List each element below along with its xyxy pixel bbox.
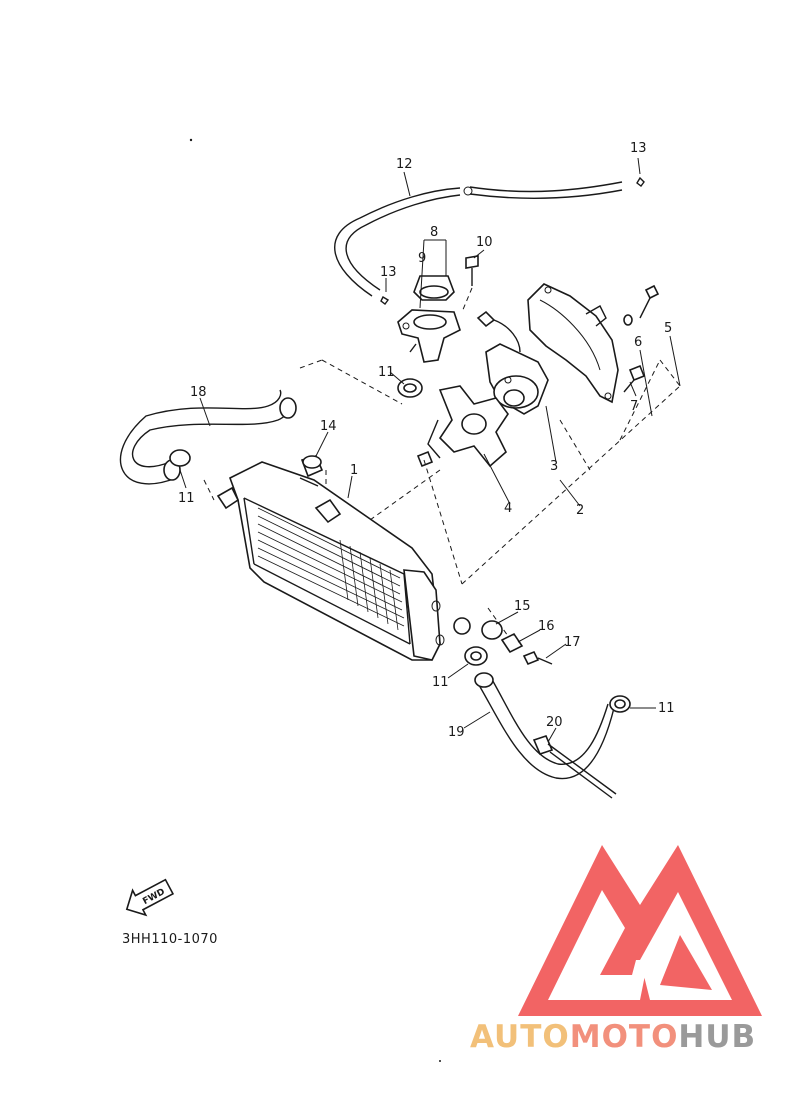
callout-13-left: 13 xyxy=(380,265,397,280)
callout-7: 7 xyxy=(630,399,638,414)
leader-lines xyxy=(179,157,681,743)
diagram-part-code: 3HH110-1070 xyxy=(122,932,218,947)
scan-speck xyxy=(189,138,193,142)
collar-16 xyxy=(500,632,524,654)
callout-2: 2 xyxy=(576,503,584,518)
watermark-hub: HUB xyxy=(678,1019,756,1055)
drain-plug-14 xyxy=(300,455,324,478)
washer-6 xyxy=(623,314,633,326)
bolt-5 xyxy=(639,284,660,319)
callout-11-upper: 11 xyxy=(378,365,395,380)
bolt-7 xyxy=(623,364,646,393)
filler-neck-8 xyxy=(397,309,461,363)
guide-20 xyxy=(532,735,617,799)
bolt-17 xyxy=(522,650,553,666)
hose-12 xyxy=(334,181,623,297)
watermark-wordmark: AUTOMOTOHUB xyxy=(470,1019,756,1055)
callout-6: 6 xyxy=(634,335,642,350)
callout-11-left: 11 xyxy=(178,491,195,506)
fan-motor-3 xyxy=(485,343,549,415)
upper-hose-18 xyxy=(119,389,297,485)
outlet-pipe xyxy=(453,617,471,635)
callout-9: 9 xyxy=(418,251,426,266)
grommet-15 xyxy=(481,620,503,640)
clip-13-left xyxy=(380,296,390,305)
callout-19: 19 xyxy=(448,725,465,740)
callout-18: 18 xyxy=(190,385,207,400)
callout-10: 10 xyxy=(476,235,493,250)
callout-11-mid: 11 xyxy=(432,675,449,690)
svg-text:AUTOMOTOHUB: AUTOMOTOHUB xyxy=(470,1019,756,1055)
lower-hose-19 xyxy=(474,672,615,780)
callout-13-right: 13 xyxy=(630,141,647,156)
radiator-cap-9 xyxy=(413,275,455,301)
hose-clamp-11-mid xyxy=(464,646,488,666)
callout-5: 5 xyxy=(664,321,672,336)
watermark-moto: MOTO xyxy=(570,1019,679,1055)
scan-speck xyxy=(439,1060,441,1062)
callout-11-right: 11 xyxy=(658,701,675,716)
callout-3: 3 xyxy=(550,459,558,474)
callout-4: 4 xyxy=(504,501,512,516)
callout-labels: 12 13 8 9 10 13 11 18 11 14 1 5 6 7 3 4 … xyxy=(178,141,675,740)
watermark-auto: AUTO xyxy=(470,1019,570,1055)
fan-blade-4 xyxy=(427,385,509,468)
callout-1: 1 xyxy=(350,463,358,478)
hose-clamp-11-left xyxy=(169,449,191,467)
callout-15: 15 xyxy=(514,599,531,614)
callout-20: 20 xyxy=(546,715,563,730)
bolt-10 xyxy=(461,255,479,313)
fwd-direction-arrow: FWD xyxy=(125,878,175,917)
hose-clamp-11-right xyxy=(609,695,631,713)
callout-8: 8 xyxy=(430,225,438,240)
nut-4 xyxy=(416,450,434,468)
callout-12: 12 xyxy=(396,157,413,172)
watermark-logo-mark xyxy=(518,845,762,1016)
callout-17: 17 xyxy=(564,635,581,650)
callout-16: 16 xyxy=(538,619,555,634)
assembly-guides xyxy=(203,359,681,637)
clip-13-right xyxy=(636,176,645,187)
fan-motor-connector xyxy=(476,310,521,353)
fan-shroud-5 xyxy=(527,283,619,404)
radiator-1 xyxy=(216,461,445,661)
callout-14: 14 xyxy=(320,419,337,434)
